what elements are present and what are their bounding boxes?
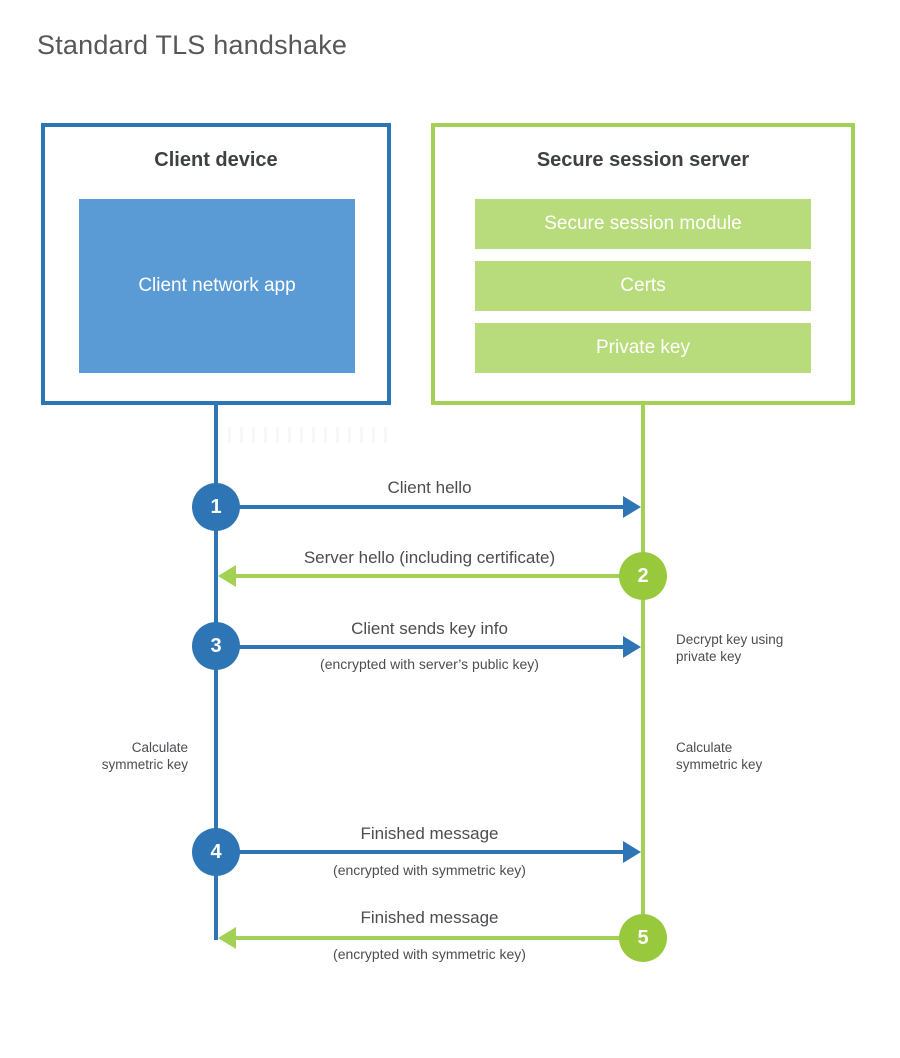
step4-sublabel: (encrypted with symmetric key) — [333, 862, 526, 878]
server-certs-bar: Certs — [475, 261, 811, 311]
step5-arrowhead-left-icon — [218, 927, 236, 949]
server-module-bar: Secure session module — [475, 199, 811, 249]
step3-arrow-line — [216, 645, 623, 649]
step4-label: Finished message — [360, 824, 499, 843]
decrypt-key-note: Decrypt key using private key — [676, 632, 784, 665]
calculate-symmetric-key-note-right: Calculate symmetric key — [676, 740, 763, 773]
step4-arrowhead-right-icon — [623, 841, 641, 863]
step3-sublabel: (encrypted with server’s public key) — [320, 656, 539, 672]
page-title: Standard TLS handshake — [37, 30, 348, 60]
client-device-title: Client device — [154, 149, 278, 171]
server-lifeline — [641, 405, 645, 940]
step1-arrowhead-right-icon — [623, 496, 641, 518]
step3-circle: 3 — [192, 622, 240, 670]
client-lifeline — [214, 405, 218, 940]
step5-label: Finished message — [360, 908, 499, 927]
secure-session-server-title: Secure session server — [536, 149, 750, 171]
faint-tick-pattern — [228, 427, 390, 443]
client-network-app-box: Client network app — [79, 199, 355, 373]
step1-circle: 1 — [192, 483, 240, 531]
calculate-symmetric-key-note-left: Calculate symmetric key — [101, 740, 188, 773]
step3-label: Client sends key info — [351, 619, 508, 638]
step4-arrow-line — [216, 850, 623, 854]
step2-arrow-line — [236, 574, 643, 578]
step3-arrowhead-right-icon — [623, 636, 641, 658]
server-private-key-bar: Private key — [475, 323, 811, 373]
step2-label: Server hello (including certificate) — [303, 548, 556, 567]
step2-arrowhead-left-icon — [218, 565, 236, 587]
step5-circle: 5 — [619, 914, 667, 962]
step4-circle: 4 — [192, 828, 240, 876]
step1-arrow-line — [216, 505, 623, 509]
step2-circle: 2 — [619, 552, 667, 600]
step5-arrow-line — [236, 936, 643, 940]
step5-sublabel: (encrypted with symmetric key) — [333, 946, 526, 962]
step1-label: Client hello — [387, 478, 472, 497]
